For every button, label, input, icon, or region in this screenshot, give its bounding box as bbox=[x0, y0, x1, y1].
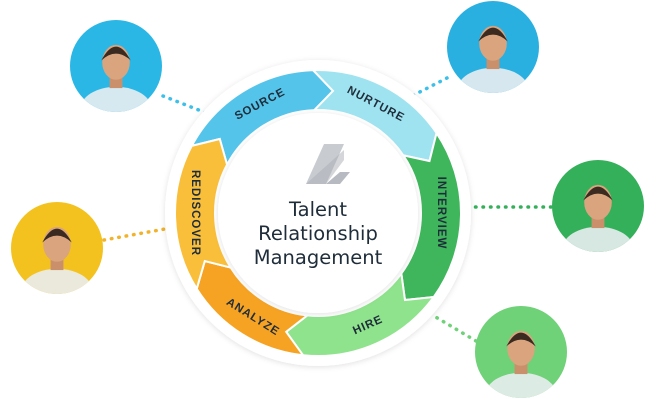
person-smiling-man-avatar bbox=[11, 202, 103, 294]
inner-disc bbox=[218, 113, 418, 313]
people-avatars bbox=[11, 1, 644, 398]
center-title-line-1: Talent bbox=[288, 198, 347, 221]
person-laughing-man-avatar bbox=[552, 160, 644, 252]
person-blonde-woman-avatar bbox=[475, 306, 567, 398]
connector-middle-left bbox=[102, 225, 178, 242]
stage-label-interview: INTERVIEW bbox=[435, 177, 447, 250]
person-glasses-beard-avatar bbox=[70, 20, 162, 112]
connector-top-right bbox=[410, 76, 449, 98]
connector-bottom-right bbox=[432, 314, 478, 343]
center-title-line-3: Management bbox=[254, 246, 383, 269]
stacked-chevron-logo-icon bbox=[306, 144, 350, 184]
person-curly-hair-avatar bbox=[447, 1, 539, 93]
cycle-ring bbox=[174, 69, 462, 357]
segment-rediscover bbox=[174, 137, 233, 292]
stage-label-rediscover: REDISCOVER bbox=[189, 170, 201, 256]
center-title-line-2: Relationship bbox=[258, 222, 378, 245]
